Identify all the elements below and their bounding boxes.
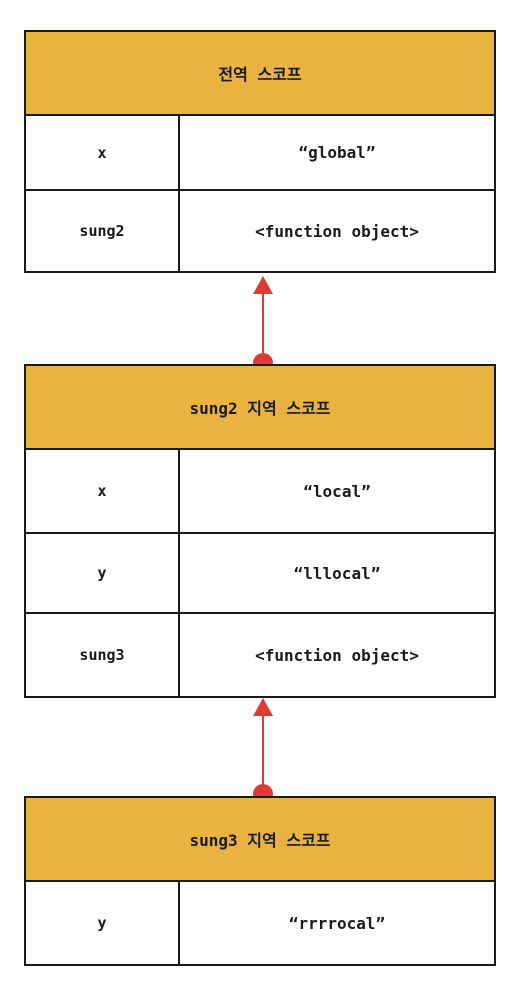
variable-name: y [26, 882, 180, 964]
scope-row: sung3 <function object> [26, 614, 494, 696]
scope-row: y “lllocal” [26, 534, 494, 614]
variable-value: <function object> [255, 645, 419, 665]
variable-name: sung2 [26, 191, 180, 271]
scope-title: sung3 지역 스코프 [26, 798, 494, 882]
variable-value: “rrrrocal” [288, 913, 386, 933]
scope-title: 전역 스코프 [26, 32, 494, 116]
variable-name: x [26, 116, 180, 189]
sung3-scope-box: sung3 지역 스코프 y “rrrrocal” [24, 796, 496, 966]
scope-row: y “rrrrocal” [26, 882, 494, 964]
variable-name: x [26, 450, 180, 532]
global-scope-box: 전역 스코프 x “global” sung2 <function object… [24, 30, 496, 273]
scope-chain-arrow [253, 276, 273, 373]
arrowhead [253, 276, 273, 294]
arrow-line [262, 292, 264, 358]
scope-chain-arrow [253, 698, 273, 806]
arrow-line [262, 714, 264, 796]
scope-row: sung2 <function object> [26, 191, 494, 271]
scope-title: sung2 지역 스코프 [26, 366, 494, 450]
variable-value: “local” [303, 481, 371, 501]
variable-value: “lllocal” [293, 563, 381, 583]
variable-name: sung3 [26, 614, 180, 696]
variable-value: “global” [298, 143, 376, 162]
scope-row: x “global” [26, 116, 494, 191]
sung2-scope-box: sung2 지역 스코프 x “local” y “lllocal” sung3… [24, 364, 496, 698]
variable-value: <function object> [255, 221, 419, 241]
scope-row: x “local” [26, 450, 494, 534]
variable-name: y [26, 534, 180, 612]
arrowhead [253, 698, 273, 716]
